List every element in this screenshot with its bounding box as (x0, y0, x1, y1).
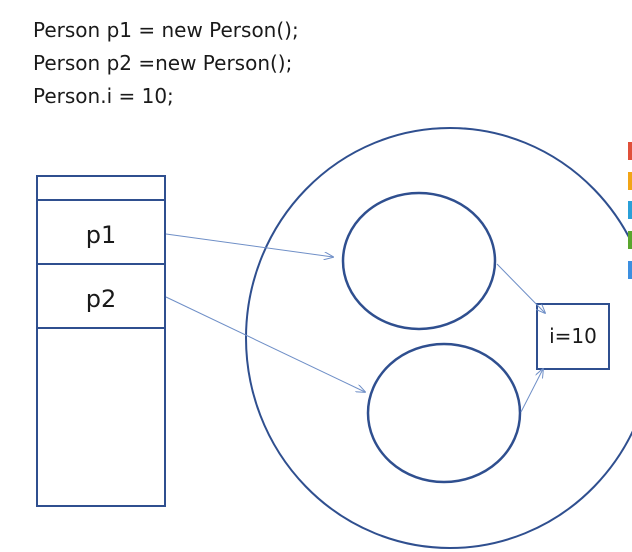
heap-region (245, 127, 632, 549)
edge-swatch (628, 261, 632, 279)
edge-swatch (628, 142, 632, 160)
static-field-label: i=10 (549, 324, 597, 348)
edge-swatch (628, 201, 632, 219)
reference-arrow-p1 (165, 233, 333, 257)
stack-cell-p2: p2 (86, 285, 117, 313)
edge-swatches (628, 142, 632, 279)
static-field-box (536, 303, 610, 370)
code-line-2: Person p2 =new Person(); (33, 51, 293, 75)
field-arrow-p2 (520, 369, 543, 413)
code-snippet: Person p1 = new Person(); Person p2 =new… (33, 14, 299, 113)
edge-swatch (628, 172, 632, 190)
stack-cell-p1: p1 (86, 221, 117, 249)
object-p1 (341, 191, 497, 331)
field-arrow-p1 (496, 263, 545, 313)
edge-swatch (628, 231, 632, 249)
stack-outline (36, 175, 166, 507)
stack-column: p1 p2 (36, 175, 166, 507)
code-line-1: Person p1 = new Person(); (33, 18, 299, 42)
object-p2 (366, 342, 522, 484)
code-line-3: Person.i = 10; (33, 84, 174, 108)
reference-arrow-p2 (165, 296, 365, 392)
